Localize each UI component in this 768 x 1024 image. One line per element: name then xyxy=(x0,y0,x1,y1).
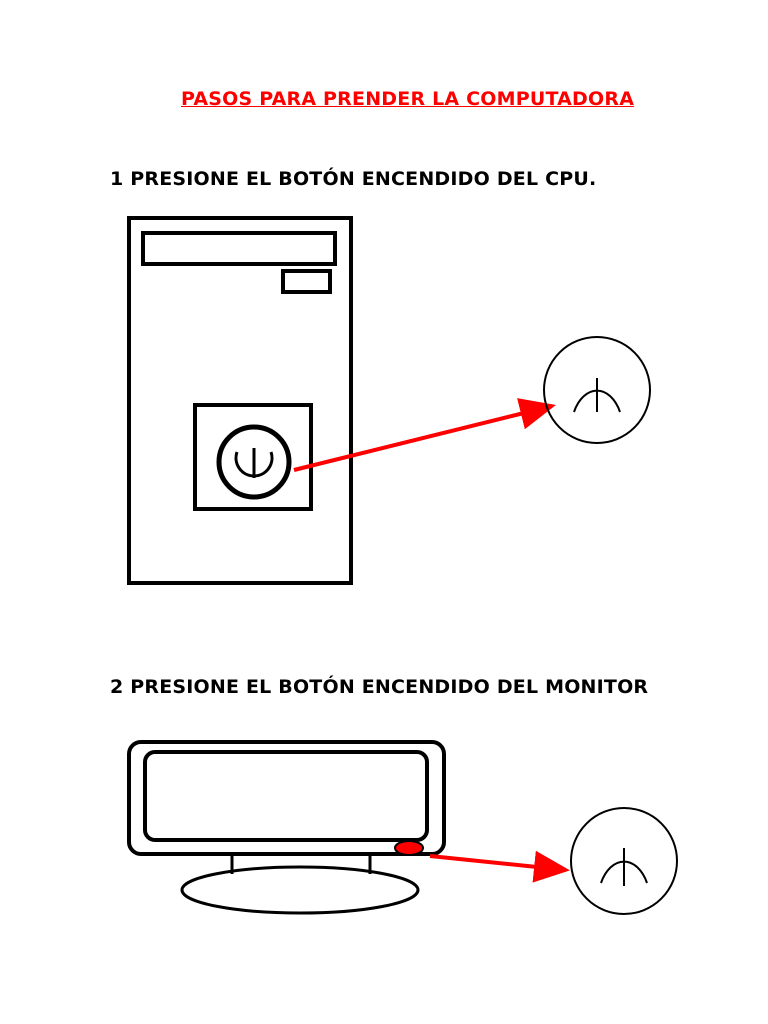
monitor-arrow xyxy=(429,850,570,883)
step-1-instruction: 1 PRESIONE EL BOTÓN ENCENDIDO DEL CPU. xyxy=(110,168,597,190)
monitor-screen xyxy=(143,750,429,842)
monitor-illustration xyxy=(127,740,446,915)
monitor-stand-base xyxy=(180,865,420,915)
cpu-power-button-zoom-icon xyxy=(543,336,651,444)
monitor-stand-neck xyxy=(230,856,372,874)
cpu-arrow xyxy=(293,398,556,472)
step-2-instruction: 2 PRESIONE EL BOTÓN ENCENDIDO DEL MONITO… xyxy=(110,676,649,698)
cpu-drive-bay xyxy=(141,231,337,266)
monitor-power-button xyxy=(394,840,424,856)
monitor-power-button-zoom-icon xyxy=(570,807,678,915)
cpu-tower-illustration xyxy=(127,216,353,585)
monitor-frame xyxy=(127,740,446,856)
cpu-button-panel xyxy=(193,403,313,511)
page-title: PASOS PARA PRENDER LA COMPUTADORA xyxy=(181,88,635,110)
cpu-case xyxy=(127,216,353,585)
cpu-small-slot xyxy=(281,269,332,294)
cpu-power-button-icon xyxy=(216,424,292,500)
